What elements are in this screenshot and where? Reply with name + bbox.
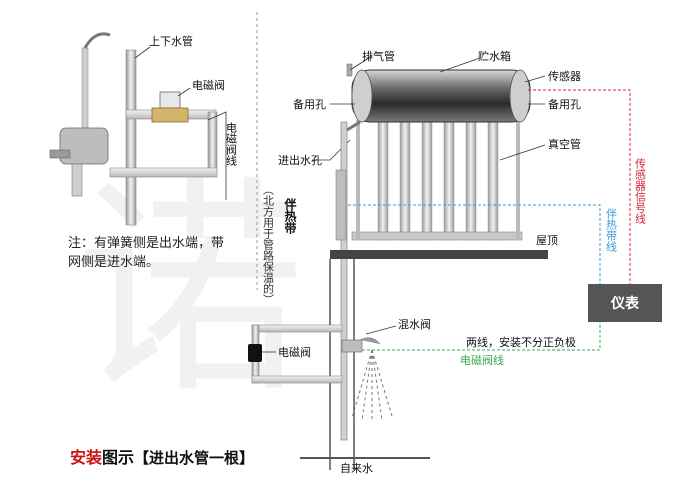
main-vertical-pipe [340,121,348,441]
vacuum-tube [377,117,389,241]
inset-mixer [59,127,109,165]
label-mixing-valve: 混水阀 [398,317,431,331]
label-north-note: （北方用于管路保温的） [262,184,275,305]
shower-head [359,337,381,345]
inset-mixer-spout [71,163,83,197]
leader-up-down-pipe [134,46,151,59]
inset-shower-hose [83,32,111,49]
inset-bottom-pipe [109,167,218,178]
label-up-down-pipe: 上下水管 [149,34,193,48]
label-roof: 屋顶 [536,234,558,247]
meter-box [588,284,662,322]
label-inlet-outlet-hole: 进出水孔 [278,153,322,167]
solenoid-valve-body [248,344,262,362]
label-two-wire-note: 两线，安装不分正负极 [466,335,576,349]
label-exhaust-pipe: 排气管 [362,49,395,63]
label-heat-band: 伴热带 [283,197,297,235]
note-line-1: 注：有弹簧侧是出水端，带 [68,235,224,251]
leader-tank [439,57,481,73]
vacuum-tube [487,117,499,241]
label-solenoid-valve-top: 电磁阀 [192,78,225,92]
inset-detail [49,32,227,226]
note-line-2: 网侧是进水端。 [68,255,159,270]
pipe-elbow [346,120,361,132]
frame-post-right [516,120,520,240]
bypass-loop [248,324,343,384]
inset-right-pipe [207,111,218,173]
label-water-tank: 贮水箱 [478,49,511,63]
label-tap-water: 自来水 [340,462,373,475]
label-heat-band-line: 伴热带线 [605,208,618,252]
label-solenoid-valve-bottom: 电磁阀 [278,345,311,359]
heat-band-line [348,204,601,285]
inset-shower-pipe [81,47,89,134]
vacuum-tubes [377,117,499,241]
inset-solenoid-valve [159,91,181,109]
label-solenoid-wire-vertical: 电磁阀线 [225,122,238,166]
vacuum-tube [399,117,411,241]
label-sensor: 传感器 [548,70,581,83]
label-sensor-signal-line: 传感器信号线 [634,158,647,224]
mixing-valve-assembly [341,337,393,422]
mixing-valve-body [341,339,363,353]
leader-sensor [524,75,546,83]
leader-mixing-valve [365,325,397,335]
label-vacuum-tube: 真空管 [548,137,581,151]
inset-mixer-handle [49,149,71,159]
heat-band-wrap [335,169,347,241]
label-solenoid-wire: 电磁阀线 [460,353,504,367]
diagram-title: 安装图示【进出水管一根】 [70,448,254,467]
label-spare-hole-right: 备用孔 [548,97,581,111]
sensor-signal-line [528,89,631,285]
vacuum-tube [443,117,455,241]
exhaust-pipe-stub [346,63,353,77]
label-meter: 仪表 [610,295,640,312]
bypass-top-pipe [251,324,343,333]
inset-valve-brass [151,107,189,123]
water-tank [351,69,531,123]
roof-slab [330,250,548,259]
water-spray [351,349,393,422]
solenoid-wire-line [362,322,601,351]
leader-solenoid-top [177,87,191,97]
bypass-bottom-pipe [251,375,343,384]
label-spare-hole-left: 备用孔 [293,97,326,111]
leader-vacuum-tube [499,144,546,161]
vacuum-tube [421,117,433,241]
leader-solenoid-wire [207,111,227,200]
inset-vertical-pipe [125,49,137,226]
vacuum-tube [465,117,477,241]
tank-end-cap-left [351,69,373,123]
tube-frame-rail [351,231,523,241]
frame-post-left [356,120,360,240]
leader-exhaust [349,55,373,71]
tank-end-cap-right [509,69,531,123]
